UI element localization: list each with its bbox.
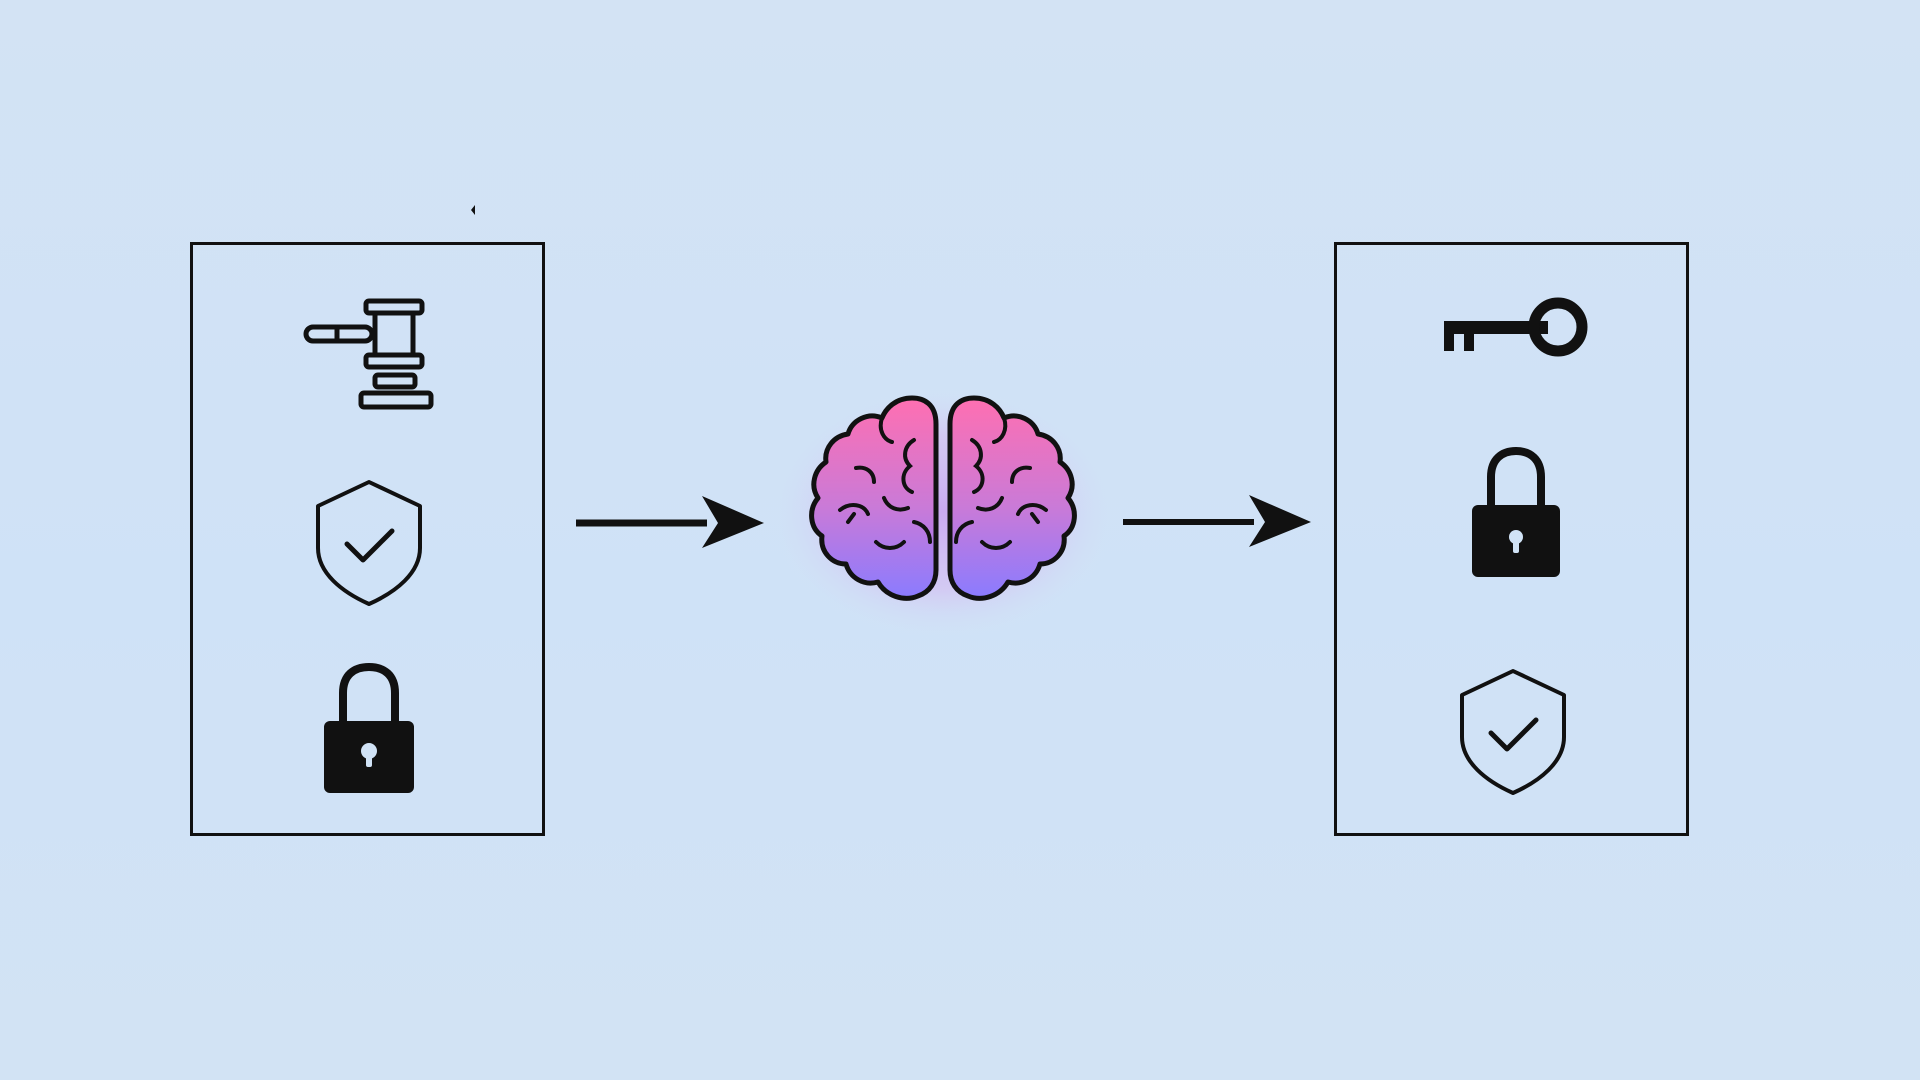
arrow-right	[576, 496, 764, 548]
stray-mark	[470, 202, 476, 215]
gavel-icon	[303, 298, 434, 410]
arrow-right	[1123, 495, 1311, 547]
shield-check-icon	[1460, 669, 1566, 795]
output-panel	[1334, 242, 1689, 836]
padlock-icon	[324, 663, 414, 793]
brain-icon	[768, 384, 1118, 640]
key-icon	[1444, 297, 1588, 357]
padlock-icon	[1472, 447, 1560, 577]
shield-check-icon	[316, 480, 422, 606]
input-panel	[190, 242, 545, 836]
